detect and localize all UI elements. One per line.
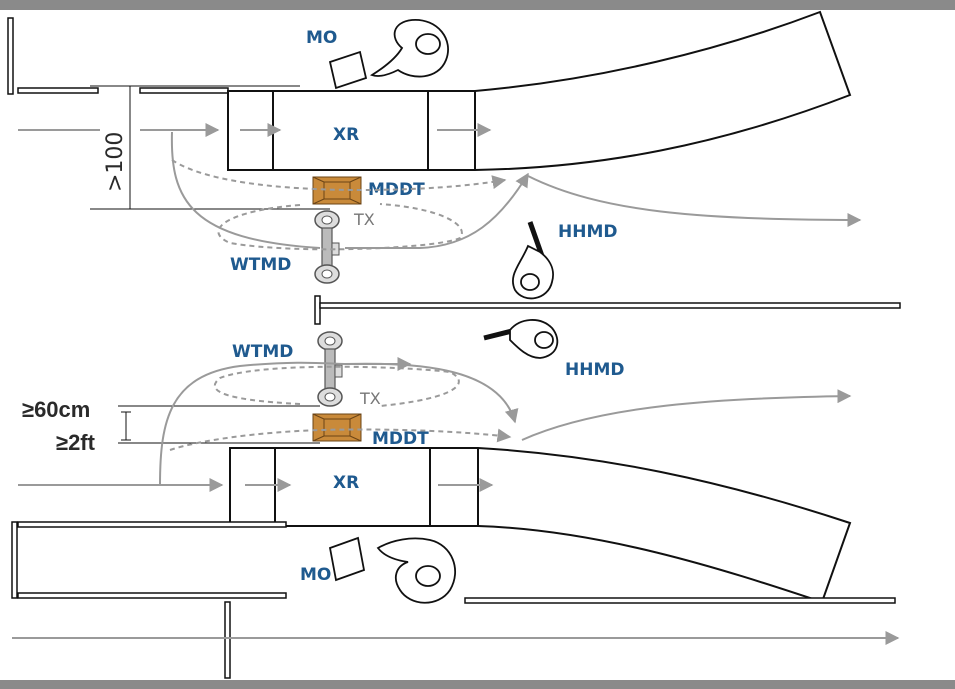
- bottom-left-post: [11, 521, 18, 599]
- center-divider: [319, 302, 901, 309]
- dim-bottom-ft-label: ≥2ft: [56, 430, 96, 455]
- flow-path-solid: [170, 131, 321, 249]
- top-left-post: [7, 17, 14, 95]
- hhmd-top-label: HHMD: [558, 222, 617, 242]
- flow-path-dashed: [214, 365, 460, 407]
- top-conveyor: [227, 10, 852, 171]
- hhmd-bottom-label: HHMD: [565, 360, 624, 380]
- top-lane: XR >100 MDDT TX WTMD: [7, 10, 862, 300]
- top-barrier-2: [139, 87, 229, 94]
- bottom-barrier-upper: [17, 521, 287, 528]
- wtmd-top-label: WTMD: [230, 255, 291, 275]
- dim-bottom-cm-label: ≥60cm: [22, 397, 90, 422]
- officer-icon: [328, 536, 456, 604]
- tx-bottom-label: TX: [359, 389, 381, 408]
- handheld-detector-icon: [483, 319, 559, 359]
- flow-path-solid: [159, 361, 346, 486]
- dim-top-label: >100: [103, 132, 128, 192]
- center-post: [314, 295, 321, 325]
- wtmd-bottom-label: WTMD: [232, 342, 293, 362]
- bottom-conveyor: [229, 447, 852, 604]
- flow-path-exit: [527, 175, 862, 227]
- handheld-detector-icon: [512, 221, 554, 300]
- xr-top-label: XR: [333, 125, 359, 145]
- walkthrough-detector-icon: [314, 210, 340, 284]
- tx-top-label: TX: [353, 210, 375, 229]
- bottom-barrier-lower: [17, 592, 287, 599]
- flow-path-solid: [345, 172, 529, 249]
- frame-top-bar: [0, 0, 955, 10]
- bottom-gate-post: [224, 601, 231, 679]
- officer-icon: [328, 19, 449, 90]
- walkthrough-detector-icon: [317, 331, 343, 407]
- mo-top-label: MO: [306, 28, 337, 48]
- bottom-lane: HHMD WTMD TX ≥60cm ≥2ft MDDT: [11, 319, 900, 679]
- flow-path-dashed: [171, 159, 507, 192]
- mddt-bottom-label: MDDT: [372, 429, 429, 449]
- frame-bottom-bar: [0, 680, 955, 689]
- mo-bottom-label: MO: [300, 565, 331, 585]
- flow-path-solid: [344, 362, 519, 424]
- mddt-box-icon: [312, 413, 362, 442]
- flow-path-dashed: [217, 203, 463, 251]
- xr-bottom-label: XR: [333, 473, 359, 493]
- mddt-box-icon: [312, 176, 362, 205]
- top-barrier: [17, 87, 99, 94]
- bottom-right-barrier: [464, 597, 896, 604]
- flow-path-dashed: [169, 428, 512, 451]
- flow-path-exit: [521, 389, 852, 441]
